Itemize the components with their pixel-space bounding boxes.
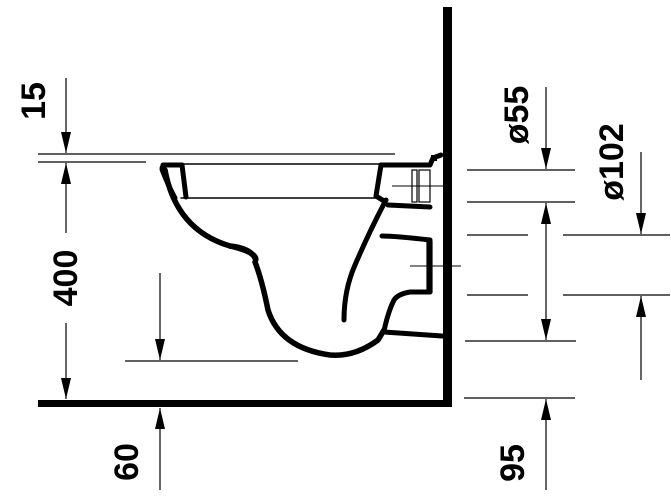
dim-95-arrow: [541, 399, 551, 490]
left-reference-lines: [38, 153, 395, 362]
dim-label-95: 95: [494, 444, 532, 482]
dim-60-arrows: [155, 273, 165, 490]
dim-label-15: 15: [15, 82, 53, 120]
right-reference-lines: [464, 169, 670, 399]
dim-102-arrows: [636, 152, 646, 380]
toilet-bowl: [159, 152, 445, 358]
wall: [443, 7, 452, 407]
dim-55-arrows: [541, 87, 551, 340]
flush-inlet: [392, 155, 445, 203]
dim-label-diameter-55: ø55: [498, 85, 536, 145]
dim-label-60: 60: [108, 443, 146, 481]
floor: [38, 400, 452, 407]
dim-15-arrows: [61, 78, 71, 233]
outlet-connector: [410, 241, 461, 293]
dim-400-arrow: [61, 323, 71, 399]
dim-label-diameter-102: ø102: [593, 123, 631, 201]
dim-label-400: 400: [47, 245, 85, 311]
